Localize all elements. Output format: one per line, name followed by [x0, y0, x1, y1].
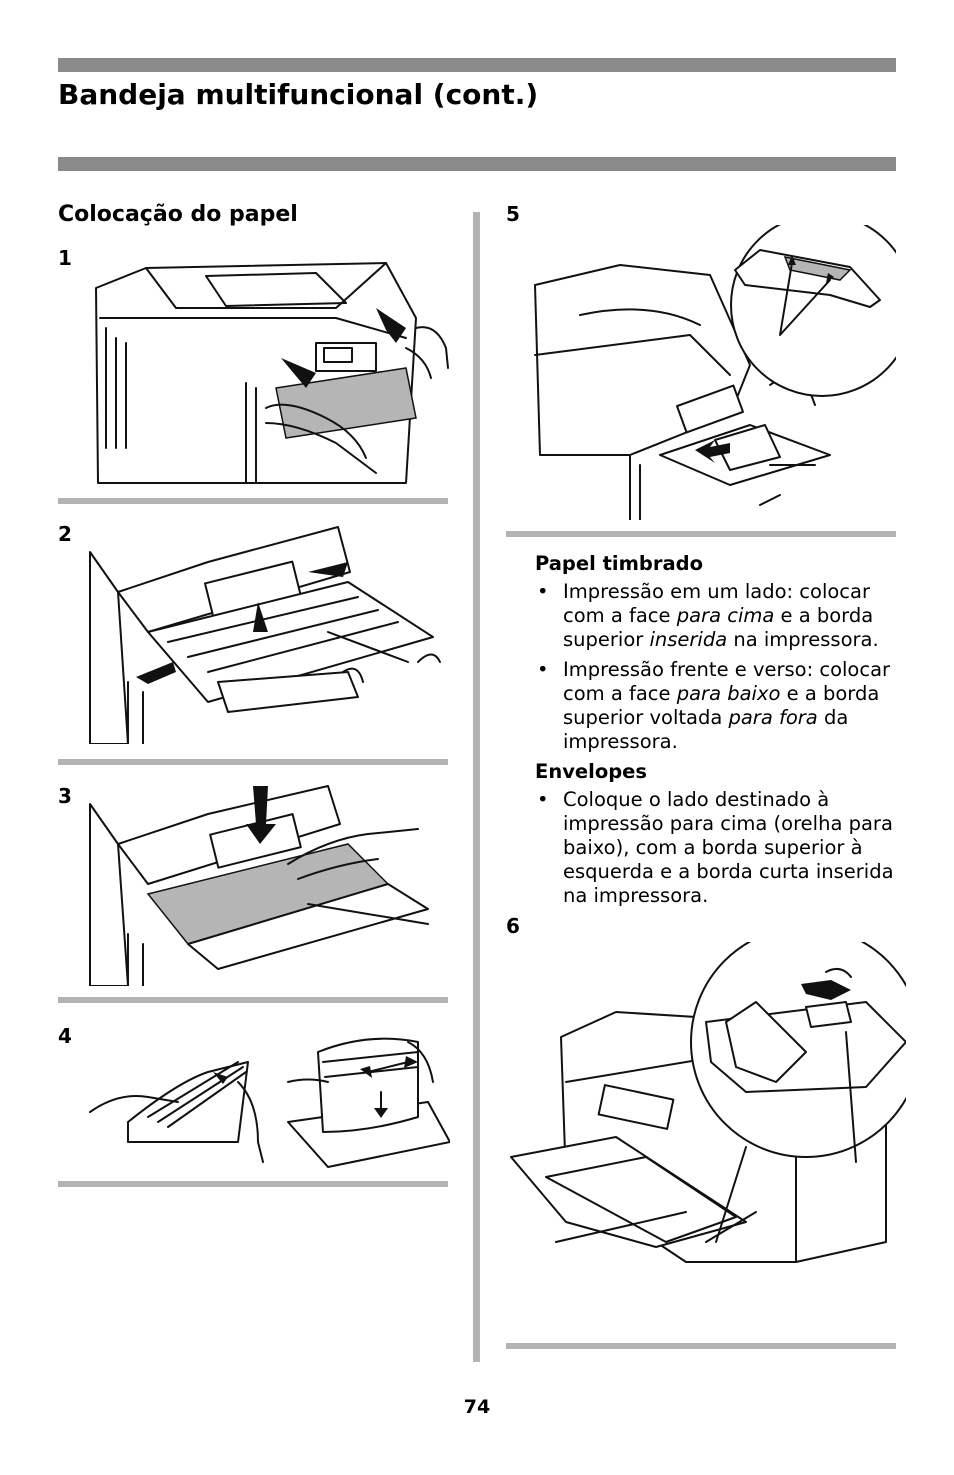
letterhead-heading: Papel timbrado [535, 552, 703, 575]
step-2-divider [58, 759, 448, 765]
envelopes-list: Coloque o lado destinado à impressão par… [535, 788, 905, 908]
letterhead-bullet-duplex: Impressão frente e verso: colocar com a … [535, 658, 905, 754]
step-1-divider [58, 498, 448, 504]
step-number-6: 6 [506, 914, 520, 938]
step-number-3: 3 [58, 784, 72, 808]
letterhead-list: Impressão em um lado: colocar com a face… [535, 580, 905, 754]
step-number-4: 4 [58, 1024, 72, 1048]
page-number: 74 [463, 1396, 491, 1418]
header-rule-top [58, 58, 896, 72]
loading-instructions: Papel timbrado Impressão em um lado: col… [535, 552, 905, 914]
step-1-illustration [86, 248, 450, 486]
step-2-illustration [88, 522, 444, 744]
envelopes-heading: Envelopes [535, 760, 648, 783]
page-title: Bandeja multifuncional (cont.) [58, 78, 539, 111]
step-4-illustration [88, 1022, 450, 1168]
step-number-1: 1 [58, 246, 72, 270]
envelopes-bullet: Coloque o lado destinado à impressão par… [535, 788, 905, 908]
step-number-5: 5 [506, 202, 520, 226]
step-4-divider [58, 1181, 448, 1187]
step-5-divider [506, 531, 896, 537]
letterhead-bullet-simplex: Impressão em um lado: colocar com a face… [535, 580, 905, 652]
step-5-illustration [530, 225, 896, 520]
step-3-divider [58, 997, 448, 1003]
step-3-illustration [88, 784, 434, 986]
header-rule-bottom [58, 157, 896, 171]
step-6-illustration [506, 942, 906, 1287]
step-6-divider [506, 1343, 896, 1349]
column-divider [473, 212, 480, 1362]
step-number-2: 2 [58, 522, 72, 546]
section-title: Colocação do papel [58, 202, 298, 227]
